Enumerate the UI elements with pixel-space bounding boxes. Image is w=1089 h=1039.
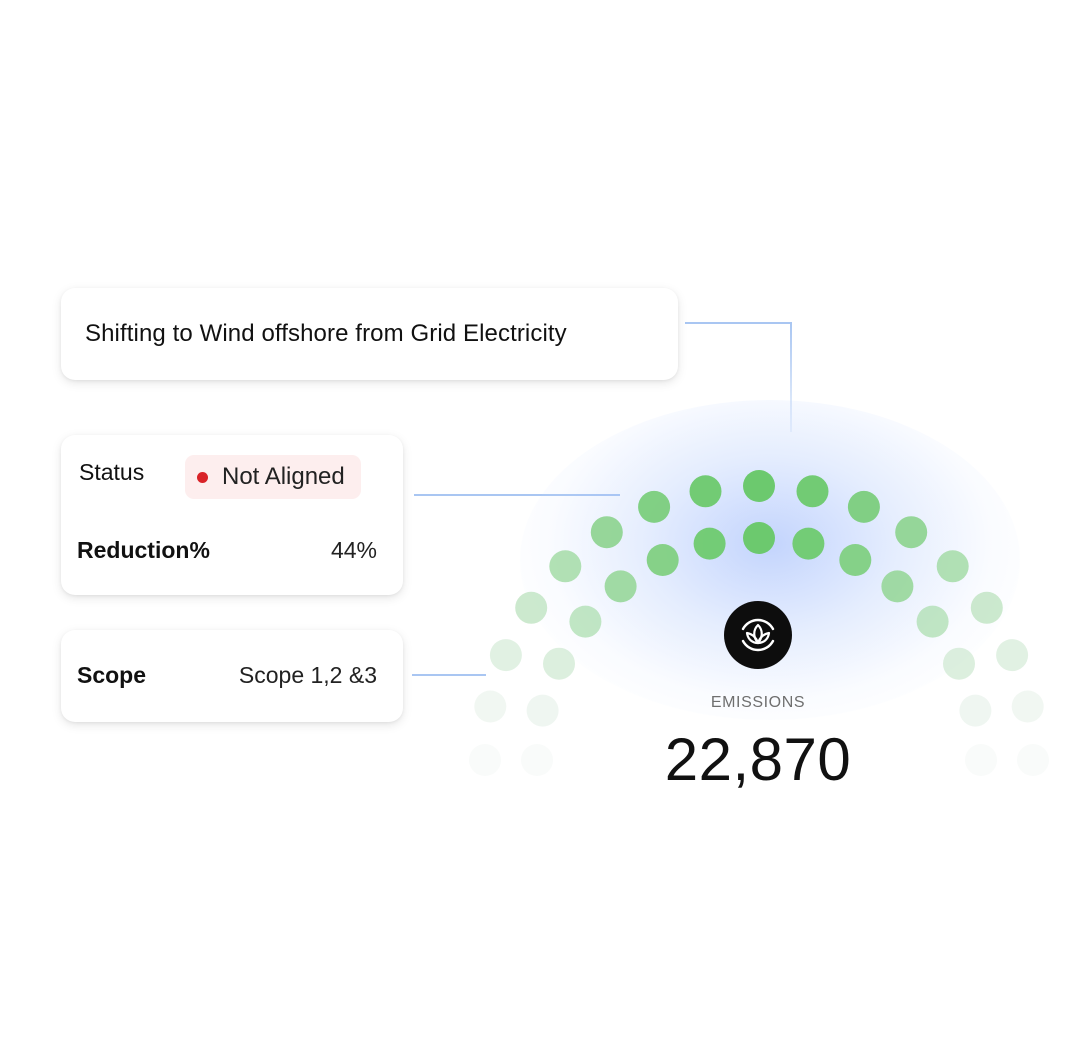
gauge-dot — [965, 744, 997, 776]
gauge-dot — [569, 605, 602, 638]
gauge-dot — [526, 694, 559, 727]
gauge-dot — [895, 516, 928, 549]
gauge-dot — [489, 639, 522, 672]
scenario-title: Shifting to Wind offshore from Grid Elec… — [85, 320, 567, 347]
gauge-dot — [916, 605, 949, 638]
gauge-dot — [796, 475, 829, 508]
gauge-dot — [847, 490, 880, 523]
gauge-dot — [469, 744, 501, 776]
gauge-dot — [996, 639, 1029, 672]
gauge-dot — [693, 527, 726, 560]
status-badge-text: Not Aligned — [222, 463, 345, 490]
gauge-dot — [743, 470, 775, 502]
gauge-dot — [943, 647, 975, 680]
gauge-dot — [549, 550, 582, 583]
emissions-label: EMISSIONS — [710, 694, 806, 711]
gauge-dot — [638, 490, 671, 523]
gauge-dot — [543, 647, 575, 680]
reduction-value: 44% — [330, 537, 377, 563]
leaf-lotus-icon — [724, 601, 792, 669]
gauge-dot — [959, 694, 992, 727]
status-label: Status — [79, 459, 145, 485]
connector-scope — [412, 674, 486, 676]
gauge-dot — [689, 475, 722, 508]
gauge-dot — [881, 570, 914, 603]
scope-value: Scope 1,2 &3 — [238, 662, 377, 688]
gauge-dot — [839, 544, 872, 576]
connector-title-v — [790, 322, 792, 432]
connector-title-h — [685, 322, 792, 324]
gauge-dot — [970, 591, 1003, 624]
gauge-dot — [743, 522, 775, 554]
status-badge: Not Aligned — [185, 455, 361, 499]
status-card: Status Not Aligned Reduction% 44% — [61, 435, 403, 595]
gauge-dot — [1017, 744, 1049, 776]
status-dot-icon — [197, 471, 208, 483]
scenario-title-card[interactable]: Shifting to Wind offshore from Grid Elec… — [61, 288, 678, 380]
emissions-value: 22,870 — [664, 726, 852, 793]
leaf-lotus-glyph — [741, 618, 775, 652]
gauge-dot — [792, 527, 825, 560]
gauge-dot — [474, 690, 507, 723]
gauge-dot — [515, 591, 548, 624]
gauge-dot — [521, 744, 553, 776]
gauge-dot — [604, 570, 637, 603]
reduction-label: Reduction% — [77, 537, 210, 563]
gauge-dot — [590, 516, 623, 549]
connector-status — [414, 494, 620, 496]
gauge-dot — [646, 544, 679, 576]
gauge-dot — [1011, 690, 1044, 723]
scope-label: Scope — [77, 662, 147, 688]
scope-card: Scope Scope 1,2 &3 — [61, 630, 403, 722]
gauge-dot — [936, 550, 969, 583]
